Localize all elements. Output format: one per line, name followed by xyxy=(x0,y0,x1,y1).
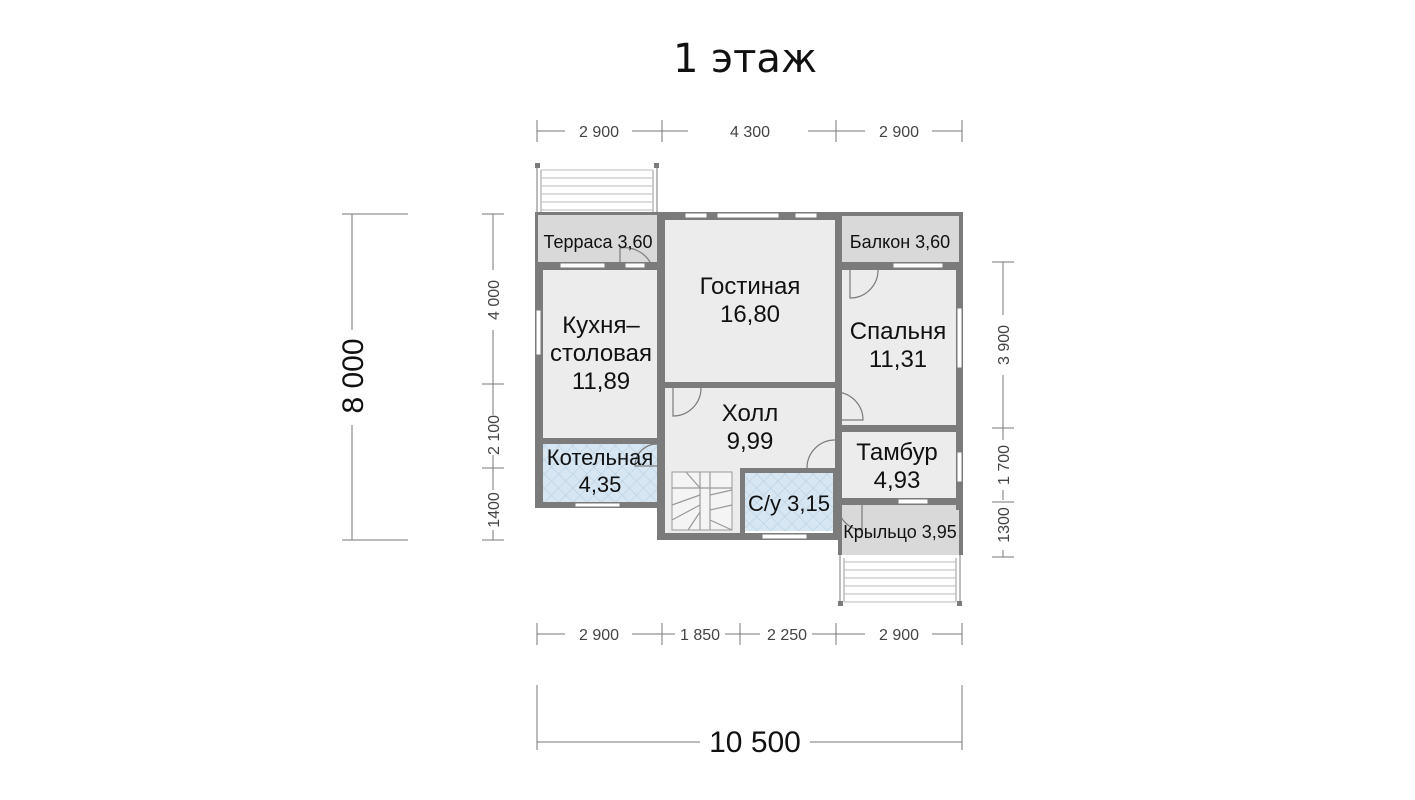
balcony-floor xyxy=(838,214,962,262)
balcony-label: Балкон 3,60 xyxy=(850,232,950,252)
vestibule-floor xyxy=(842,432,956,498)
dim-top-3: 2 900 xyxy=(879,124,919,141)
dim-top-1: 2 900 xyxy=(579,124,619,141)
living-label: Гостиная xyxy=(700,273,801,300)
porch-label: Крыльцо 3,95 xyxy=(843,522,956,542)
living-floor xyxy=(665,220,835,382)
dim-bottom-2: 1 850 xyxy=(680,627,720,644)
dim-left-1: 4 000 xyxy=(486,280,503,320)
total-width-dimension: 10 500 xyxy=(536,685,963,759)
boiler-label: Котельная xyxy=(547,445,654,470)
plan-title: 1 этаж xyxy=(673,36,817,82)
dim-total-width: 10 500 xyxy=(709,726,801,759)
left-dimensions: 4 000 2 100 1400 xyxy=(482,213,504,541)
dim-left-2: 2 100 xyxy=(486,415,503,455)
windows xyxy=(535,212,963,540)
right-dimensions: 3 900 1 700 1300 xyxy=(992,261,1014,558)
top-dimensions: 2 900 4 300 2 900 xyxy=(536,120,963,142)
dim-total-height: 8 000 xyxy=(337,338,370,413)
doors xyxy=(619,247,879,531)
boiler-floor xyxy=(543,444,657,502)
dim-top-2: 4 300 xyxy=(730,124,770,141)
staircase xyxy=(671,471,733,531)
kitchen-label-line1: Кухня– xyxy=(562,312,640,339)
wc-floor xyxy=(745,473,833,531)
porch-steps xyxy=(838,555,962,606)
dim-right-2: 1 700 xyxy=(996,445,1013,485)
dim-right-3: 1300 xyxy=(996,507,1013,543)
living-area: 16,80 xyxy=(720,301,780,328)
bedroom-area: 11,31 xyxy=(869,346,927,373)
dim-left-3: 1400 xyxy=(486,492,503,528)
vestibule-label: Тамбур xyxy=(856,439,937,466)
hall-label: Холл xyxy=(722,400,779,427)
kitchen-label-line2: столовая xyxy=(550,340,652,367)
vestibule-area: 4,93 xyxy=(874,467,921,494)
kitchen-floor xyxy=(543,270,658,438)
kitchen-area: 11,89 xyxy=(572,368,630,395)
bedroom-label: Спальня xyxy=(850,318,946,345)
bottom-dimensions: 2 900 1 850 2 250 2 900 xyxy=(536,623,963,645)
boiler-area: 4,35 xyxy=(579,472,622,497)
total-height-dimension: 8 000 xyxy=(337,213,408,541)
terrace-steps xyxy=(535,163,659,214)
dim-bottom-3: 2 250 xyxy=(767,627,807,644)
terrace-floor xyxy=(537,214,659,262)
dim-bottom-4: 2 900 xyxy=(879,627,919,644)
dim-right-1: 3 900 xyxy=(996,325,1013,365)
dim-bottom-1: 2 900 xyxy=(579,627,619,644)
hall-area: 9,99 xyxy=(727,428,774,455)
terrace-label: Терраса 3,60 xyxy=(543,232,652,252)
hall-floor xyxy=(665,388,835,468)
wc-label: С/у 3,15 xyxy=(748,491,830,516)
